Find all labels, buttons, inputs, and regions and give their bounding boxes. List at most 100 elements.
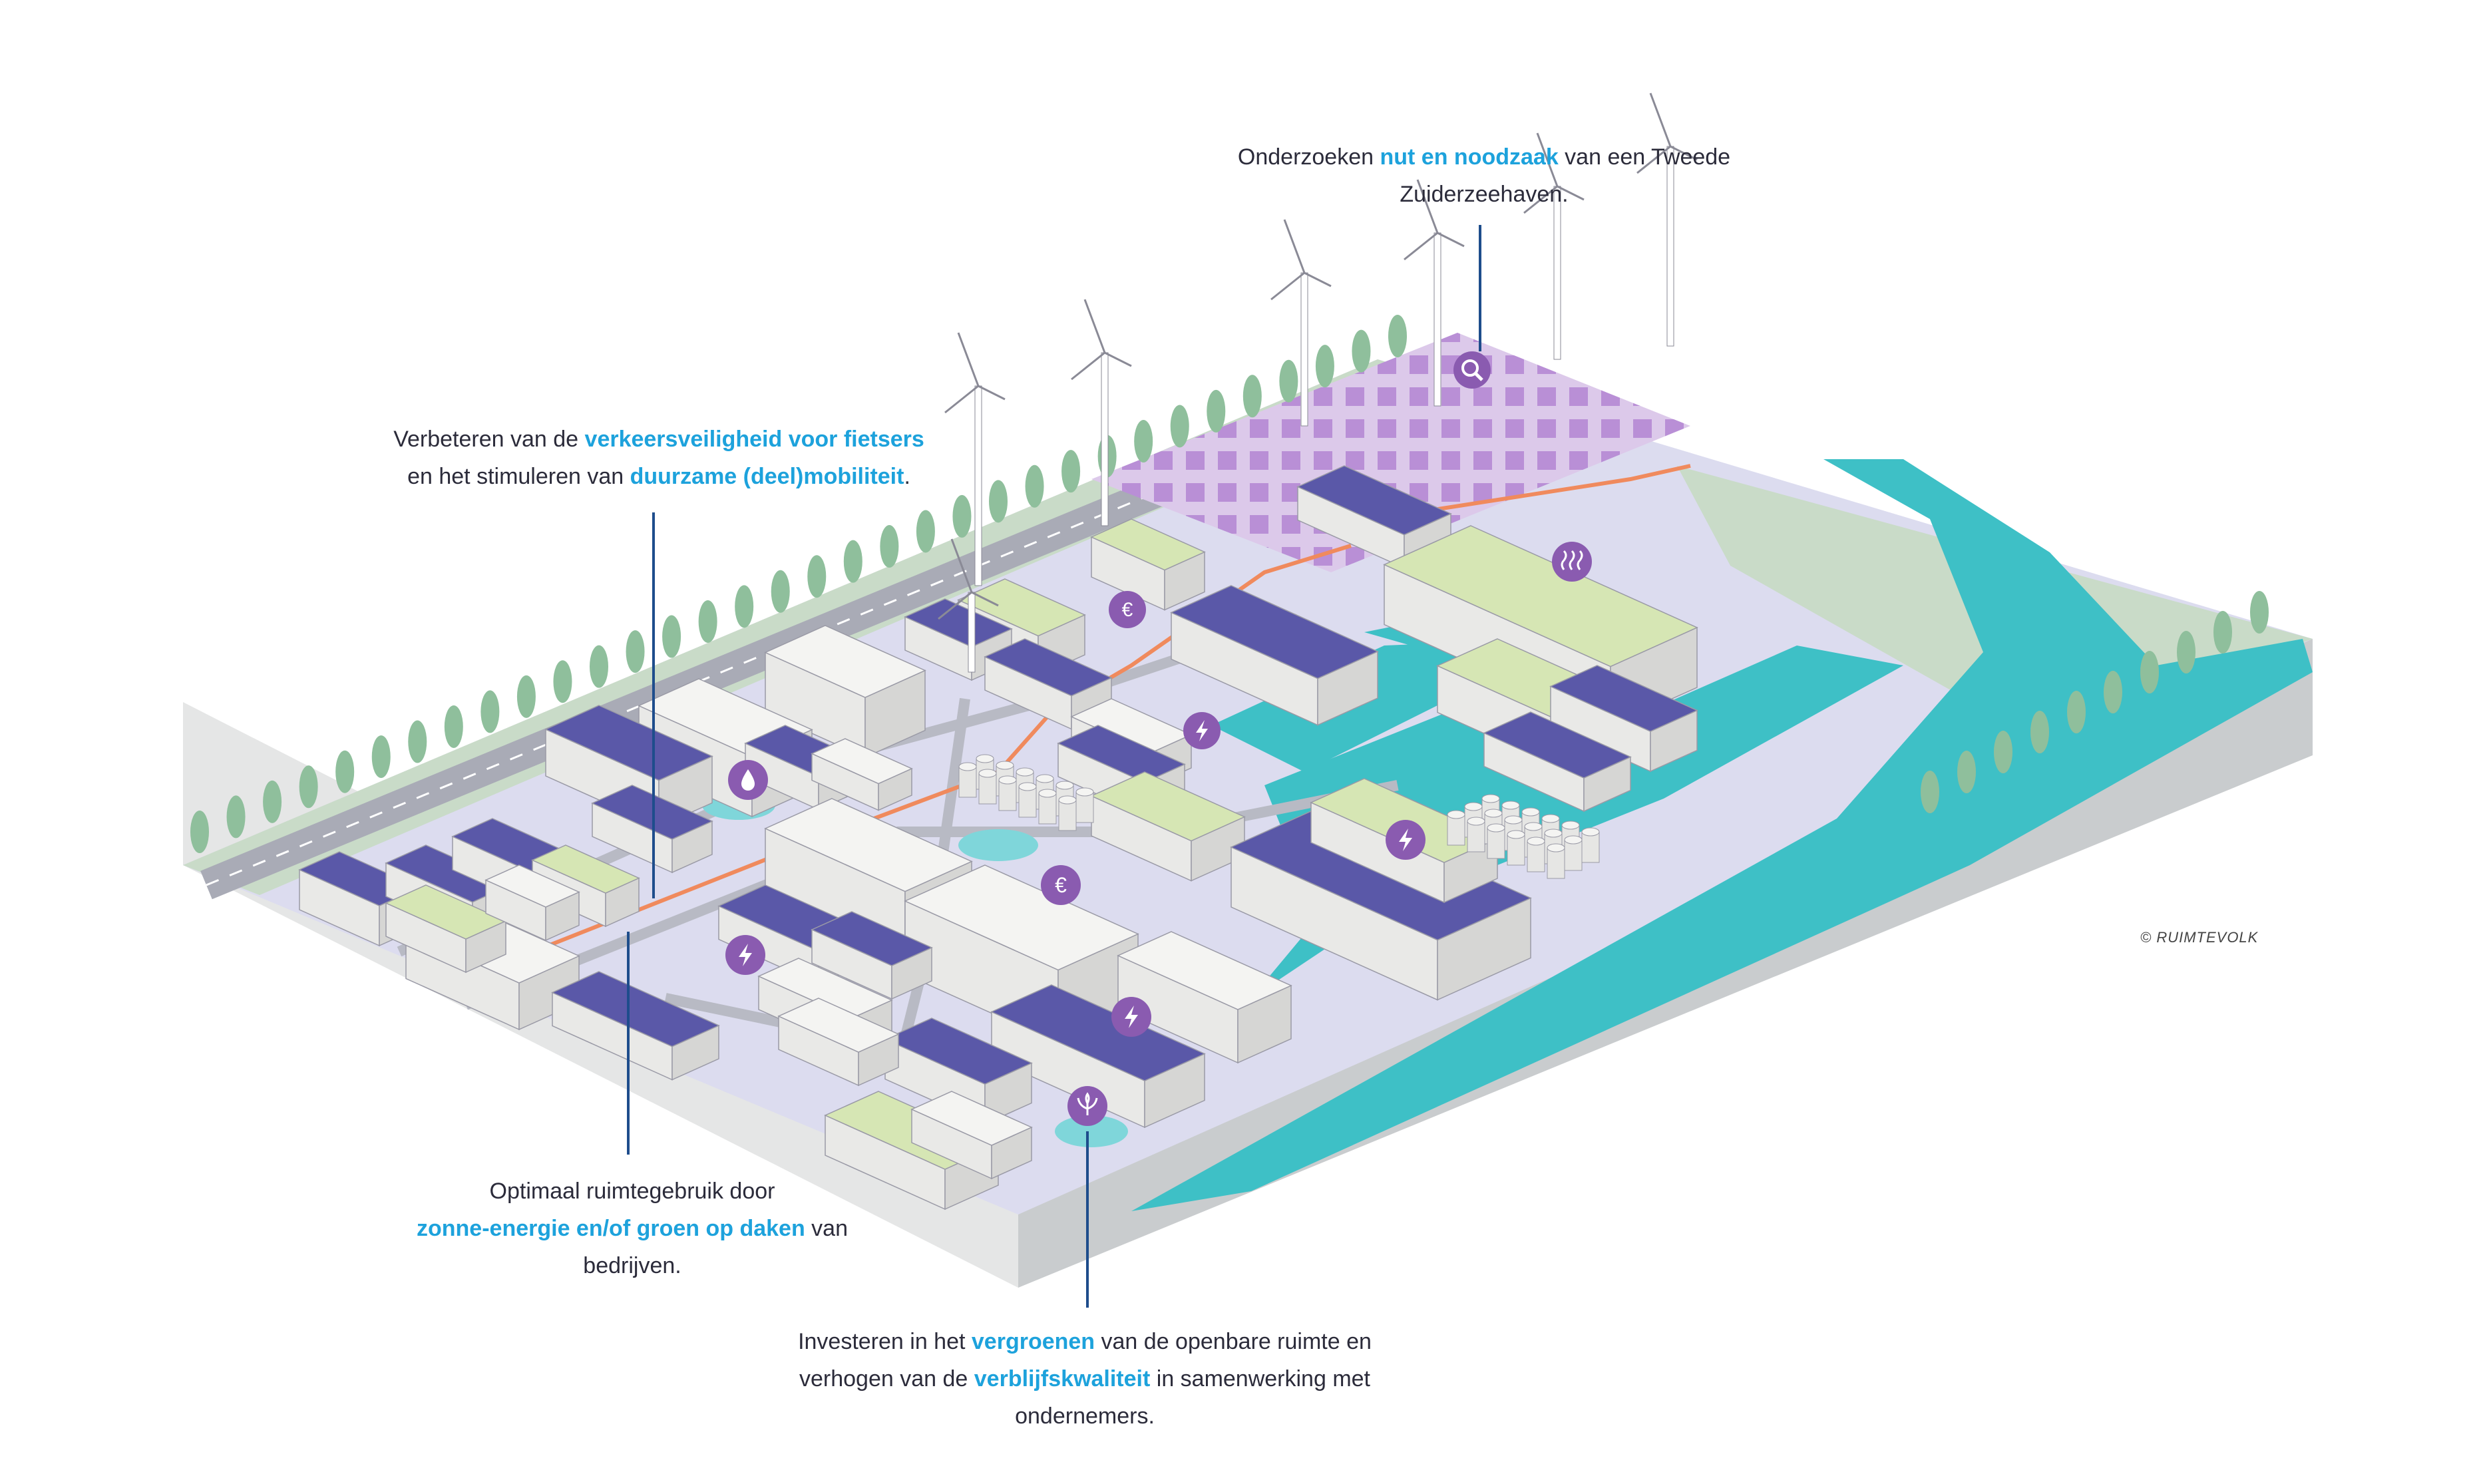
wind-turbine [938, 538, 999, 673]
silo [958, 762, 977, 798]
building [777, 998, 900, 1087]
tree [1388, 315, 1407, 357]
tree [1921, 771, 1939, 813]
tree [698, 600, 717, 643]
building [811, 738, 913, 811]
callout-roofs: Optimaal ruimtegebruik door zonne-energi… [417, 1179, 848, 1278]
building [1090, 771, 1246, 882]
tree [2177, 631, 2195, 673]
callout-mobility: Verbeteren van de verkeersveiligheid voo… [393, 427, 924, 489]
tree [807, 555, 827, 598]
silo [998, 775, 1017, 811]
harbour-basin-main [1251, 646, 1903, 998]
tree [516, 675, 536, 718]
silo [978, 769, 997, 805]
wind-turbine [1071, 299, 1132, 526]
tree [371, 735, 391, 779]
tree [2030, 711, 2049, 753]
tree [1957, 751, 1976, 793]
pond [958, 829, 1038, 861]
tree [2140, 651, 2159, 693]
leader-line-bottom [1086, 1131, 1089, 1308]
tree [626, 630, 645, 673]
building [990, 984, 1206, 1129]
copyright-credit: © RUIMTEVOLK [2140, 929, 2259, 946]
river [1131, 459, 2313, 1211]
tree [2250, 591, 2269, 634]
heat-icon [1552, 542, 1592, 582]
building [1549, 665, 1698, 773]
tree [190, 811, 209, 853]
tree [843, 540, 862, 583]
callout-roofs-highlight: zonne-energie en/of groen op daken [417, 1216, 805, 1241]
leader-line-left [652, 512, 655, 898]
future-harbour-area [1091, 333, 1690, 572]
lightning-icon [725, 935, 765, 975]
tree [553, 660, 572, 703]
callout-mobility-highlight-1: verkeersveiligheid voor fietsers [584, 427, 924, 452]
tree [952, 494, 972, 538]
building [1117, 931, 1292, 1064]
euro-icon: € [1041, 865, 1081, 905]
search-icon [1453, 351, 1491, 389]
wind-turbine [944, 332, 1006, 586]
tree [299, 765, 318, 809]
tree [1315, 345, 1334, 388]
tree [2104, 671, 2122, 713]
pond [1055, 1115, 1128, 1147]
building [910, 1091, 1033, 1180]
tree [1207, 389, 1226, 433]
callout-greening: Investeren in het vergroenen van de open… [798, 1329, 1372, 1429]
tree-row [190, 315, 2269, 853]
callout-harbour-highlight: nut en noodzaak [1380, 144, 1559, 170]
tree [590, 645, 608, 688]
silo [1018, 782, 1037, 818]
building [1296, 465, 1452, 569]
tree [771, 570, 790, 613]
tree [880, 525, 899, 568]
tree [1061, 450, 1081, 493]
building [385, 884, 507, 974]
tree [1134, 420, 1153, 463]
tree [916, 510, 935, 553]
building [811, 911, 933, 1000]
wind-turbines [938, 93, 1698, 673]
tree [1242, 375, 1262, 418]
tree [1025, 464, 1044, 508]
svg-text:€: € [1055, 873, 1067, 897]
tree [263, 780, 282, 823]
euro-icon: € [1109, 591, 1146, 628]
building [1170, 585, 1379, 726]
building [484, 864, 580, 942]
tree [2067, 691, 2086, 733]
silo [1564, 835, 1583, 871]
lightning-icon [1386, 820, 1426, 860]
lightning-icon [1183, 712, 1221, 749]
water-drop-icon [728, 760, 768, 800]
building [1090, 518, 1206, 611]
callout-greening-highlight-2: verblijfskwaliteit [974, 1366, 1151, 1391]
building [764, 625, 926, 759]
silo [1527, 836, 1545, 872]
tree [1279, 359, 1298, 403]
tree [444, 705, 463, 748]
tree [2213, 611, 2232, 653]
wind-turbine [1270, 219, 1332, 427]
tree [335, 750, 355, 793]
plant-icon [1067, 1086, 1107, 1126]
callout-greening-highlight-1: vergroenen [971, 1329, 1095, 1354]
svg-text:€: € [1122, 599, 1133, 621]
tree [480, 690, 500, 733]
silo [1581, 827, 1600, 863]
silo [1467, 817, 1485, 852]
silo [1058, 795, 1077, 831]
tree [662, 615, 681, 658]
wind-turbine [1523, 132, 1585, 360]
tree [735, 585, 754, 628]
tree [989, 480, 1008, 523]
lightning-icon [1111, 997, 1151, 1037]
leader-line-bottom-left [627, 932, 630, 1155]
tree [1994, 731, 2012, 773]
silo [1447, 810, 1465, 846]
